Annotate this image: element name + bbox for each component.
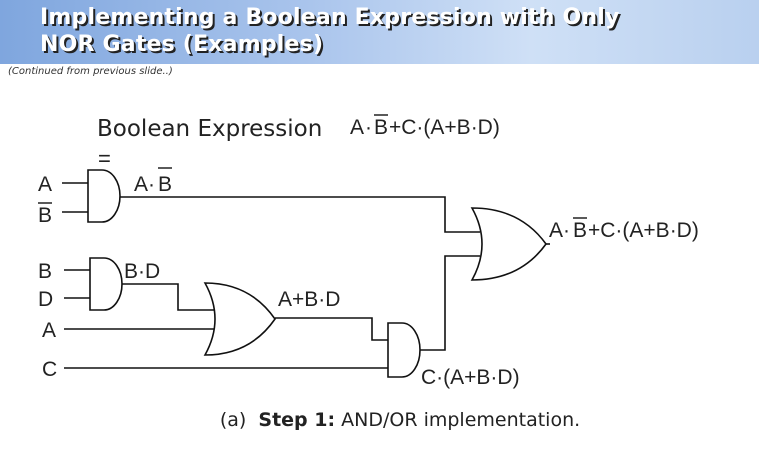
signal-labels: A· B B·D A+B·D C·(A+B·D) A· B +C·(A+B·D) (124, 167, 699, 389)
svg-text:A·: A· (134, 173, 155, 196)
or-gate-1 (203, 282, 276, 356)
or-gate-final (470, 207, 547, 281)
svg-text:B: B (38, 260, 52, 283)
input-labels: A B B D A C (38, 173, 57, 381)
svg-text:·: · (365, 116, 372, 139)
and-gate-2 (89, 257, 123, 311)
svg-text:D: D (38, 288, 53, 311)
expression: A · B +C·(A+B·D) (350, 114, 500, 139)
svg-text:A·: A· (549, 219, 570, 242)
svg-text:C: C (42, 358, 57, 381)
svg-text:B: B (38, 204, 52, 227)
gates (87, 169, 547, 378)
figure-caption: (a) Step 1: AND/OR implementation. (219, 409, 581, 431)
svg-text:+C·(A+B·D): +C·(A+B·D) (588, 219, 699, 242)
svg-text:+C·(A+B·D): +C·(A+B·D) (389, 116, 500, 139)
svg-text:A: A (42, 319, 56, 342)
slide-title: Implementing a Boolean Expression with O… (40, 5, 620, 57)
svg-text:C·(A+B·D): C·(A+B·D) (421, 366, 520, 389)
wires (62, 182, 550, 369)
continued-note: (Continued from previous slide..) (8, 66, 173, 77)
svg-text:B·D: B·D (124, 260, 160, 283)
svg-text:A: A (350, 116, 364, 139)
and-gate-1 (87, 169, 121, 223)
and-gate-3 (387, 322, 421, 378)
title-banner: Implementing a Boolean Expression with O… (0, 0, 759, 64)
heading: Boolean Expression (97, 116, 322, 142)
svg-text:A: A (38, 173, 52, 196)
svg-text:B: B (573, 219, 587, 242)
equals-sign: = (98, 146, 111, 171)
svg-text:B: B (374, 116, 388, 139)
svg-text:B: B (158, 173, 172, 196)
svg-text:A+B·D: A+B·D (278, 288, 340, 311)
